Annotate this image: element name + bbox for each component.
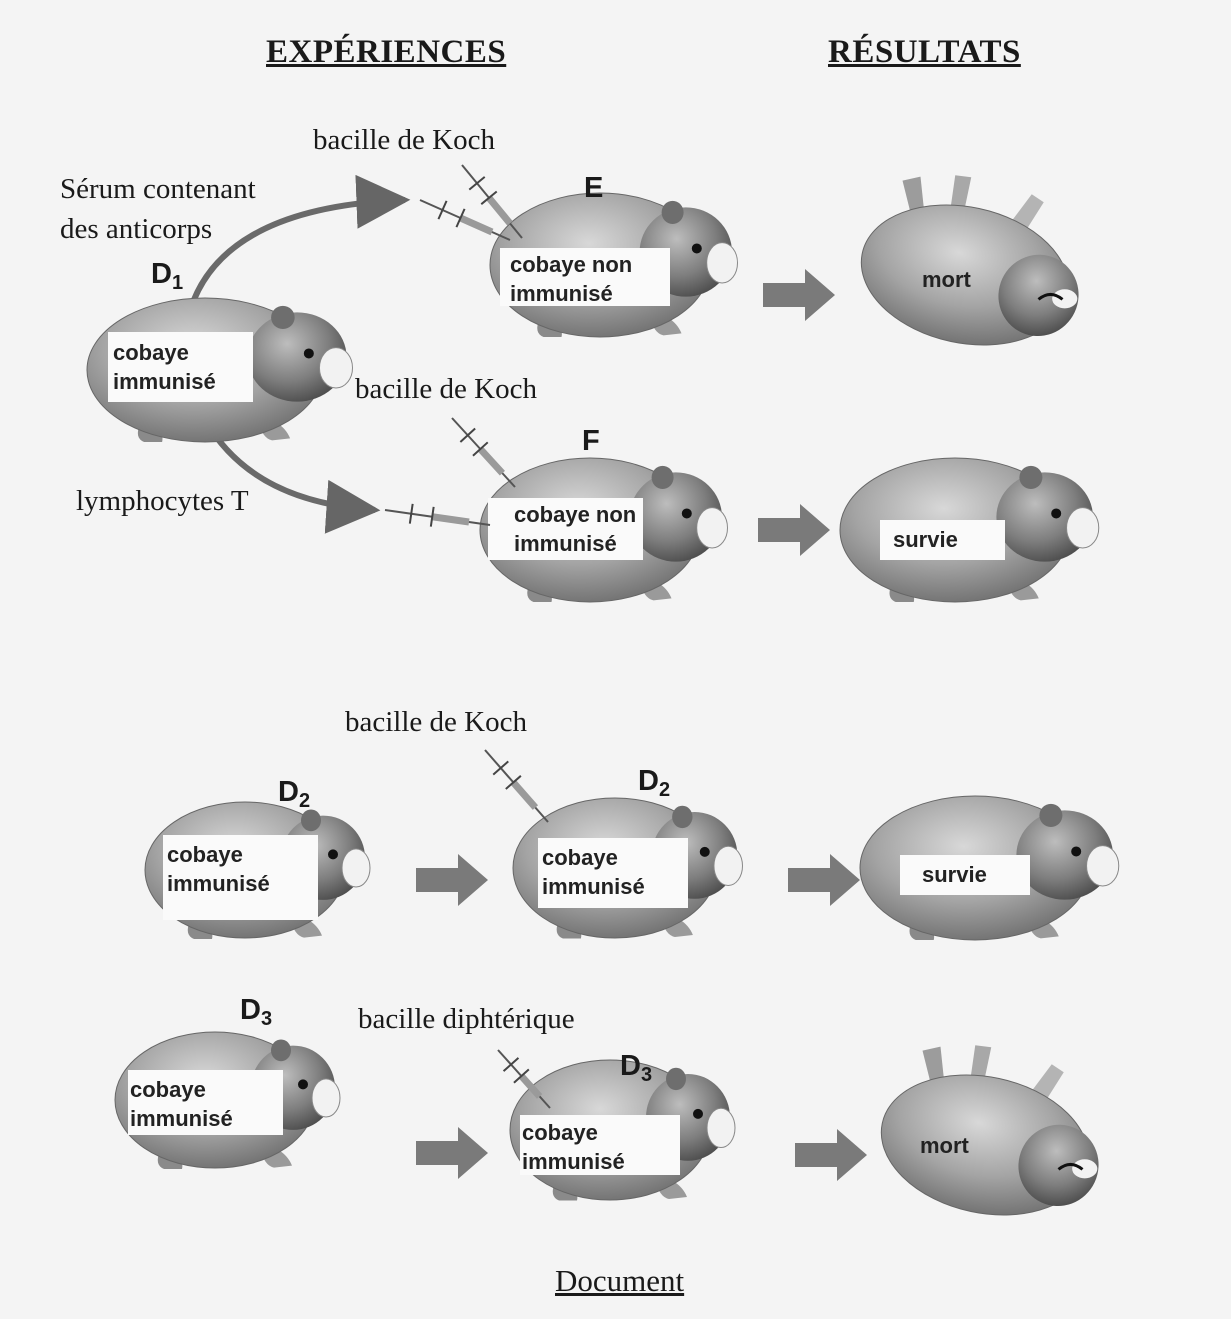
syringe-lymphocytes-f bbox=[384, 503, 491, 527]
syringe-koch-f bbox=[451, 417, 516, 488]
eye-icon bbox=[699, 846, 710, 857]
eye-icon bbox=[691, 243, 702, 254]
code-d1: D1 bbox=[151, 258, 184, 294]
arrow-right-icon-f bbox=[758, 504, 830, 556]
arrow-right-icon-d2-donor bbox=[416, 854, 488, 906]
arrow-right-icon-d3-donor bbox=[416, 1127, 488, 1179]
result-f-label: survie bbox=[893, 527, 958, 552]
code-d2-injected: D2 bbox=[638, 765, 671, 801]
guinea-pig-f bbox=[479, 457, 728, 603]
eye-icon bbox=[1051, 508, 1062, 519]
serum-label-line1: Sérum contenant bbox=[60, 173, 256, 205]
eye-icon bbox=[693, 1108, 703, 1119]
guinea-pig-d1 bbox=[86, 297, 354, 443]
guinea-pig-f-survivor bbox=[839, 457, 1100, 603]
koch-bacillus-label-e: bacille de Koch bbox=[313, 124, 495, 156]
koch-bacillus-label-d2: bacille de Koch bbox=[345, 706, 527, 738]
diphtheria-bacillus-label-d3: bacille diphtérique bbox=[358, 1003, 575, 1035]
result-d2-label: survie bbox=[922, 862, 987, 887]
code-d3-donor: D3 bbox=[240, 994, 273, 1030]
serum-transfer-arrow bbox=[185, 174, 411, 319]
guinea-pig-d3-dead bbox=[880, 1045, 1099, 1216]
guinea-pig-d2-survivor bbox=[859, 795, 1120, 941]
resultats-heading: RÉSULTATS bbox=[828, 34, 1021, 70]
eye-icon bbox=[328, 849, 338, 860]
guinea-pig-e-dead bbox=[860, 175, 1079, 346]
experiences-heading: EXPÉRIENCES bbox=[266, 34, 507, 70]
document-caption: Document bbox=[555, 1263, 685, 1298]
guinea-pig-d3-donor bbox=[114, 1031, 341, 1169]
koch-bacillus-label-f: bacille de Koch bbox=[355, 373, 537, 405]
guinea-pig-d2-injected bbox=[512, 797, 743, 939]
eye-icon bbox=[1071, 846, 1082, 857]
lymphocytes-label: lymphocytes T bbox=[76, 485, 249, 517]
code-f: F bbox=[582, 425, 600, 457]
closed-eye-icon bbox=[1057, 1162, 1084, 1171]
code-d3-injected: D3 bbox=[620, 1050, 653, 1086]
syringe-koch-e bbox=[461, 164, 523, 239]
arrow-right-icon-d3-result bbox=[795, 1129, 867, 1181]
guinea-pig-d3-injected bbox=[509, 1059, 736, 1201]
syringe-serum-e bbox=[419, 199, 511, 241]
guinea-pig-d2-donor bbox=[144, 801, 371, 939]
code-d2-donor: D2 bbox=[278, 776, 311, 812]
eye-icon bbox=[298, 1079, 308, 1090]
eye-icon bbox=[681, 508, 692, 519]
arrow-right-icon-e bbox=[763, 269, 835, 321]
eye-icon bbox=[303, 348, 314, 359]
arrow-right-icon-d2-result bbox=[788, 854, 860, 906]
serum-label-line2: des anticorps bbox=[60, 213, 213, 245]
closed-eye-icon bbox=[1037, 292, 1064, 301]
result-e-label: mort bbox=[922, 267, 971, 292]
syringe-koch-d2 bbox=[484, 749, 549, 823]
code-e: E bbox=[584, 172, 604, 204]
syringe-diphtheria-d3 bbox=[497, 1049, 551, 1109]
result-d3-label: mort bbox=[920, 1133, 969, 1158]
guinea-pig-e bbox=[489, 192, 738, 338]
